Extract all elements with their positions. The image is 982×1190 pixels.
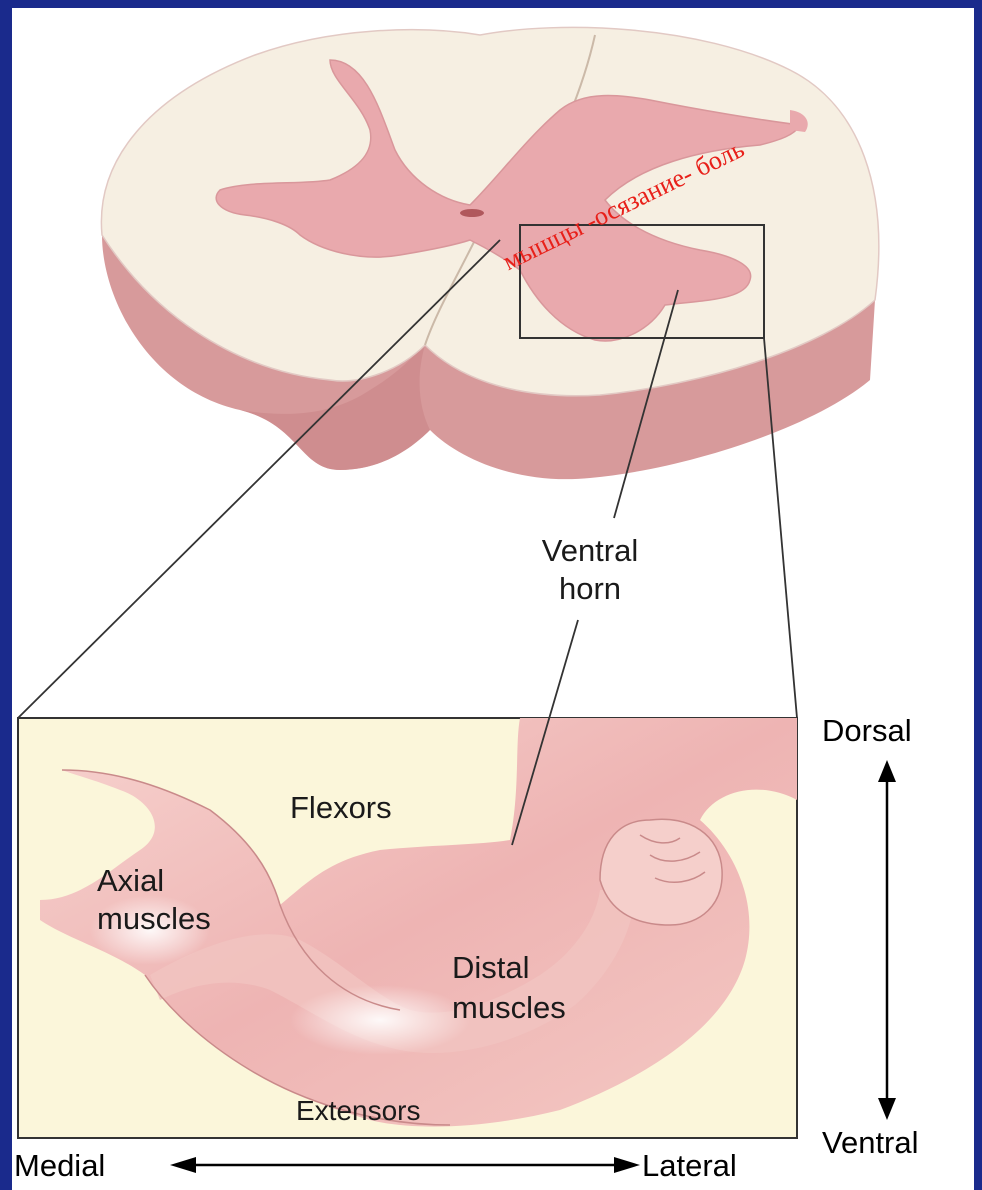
dorsal-label: Dorsal — [822, 713, 912, 749]
medial-arrowhead — [170, 1157, 196, 1173]
ventral-horn-label: Ventral horn — [510, 532, 670, 608]
axial-muscles-label: Axial muscles — [97, 862, 211, 938]
distal-muscles-label-line2: muscles — [452, 988, 566, 1028]
medial-label: Medial — [14, 1148, 105, 1184]
distal-muscles-label: Distal muscles — [452, 948, 566, 1028]
lateral-label: Lateral — [642, 1148, 737, 1184]
ventral-label: Ventral — [822, 1125, 919, 1161]
dorsal-arrowhead — [878, 760, 896, 782]
ventral-horn-label-line1: Ventral — [510, 532, 670, 570]
central-canal — [460, 209, 484, 217]
limb-glow — [290, 985, 470, 1055]
axial-muscles-label-line2: muscles — [97, 900, 211, 938]
distal-muscles-label-line1: Distal — [452, 948, 566, 988]
lateral-arrowhead — [614, 1157, 640, 1173]
ventral-horn-label-line2: horn — [510, 570, 670, 608]
extensors-label: Extensors — [296, 1095, 421, 1127]
axial-muscles-label-line1: Axial — [97, 862, 211, 900]
ventral-arrowhead — [878, 1098, 896, 1120]
flexors-label: Flexors — [290, 790, 392, 826]
